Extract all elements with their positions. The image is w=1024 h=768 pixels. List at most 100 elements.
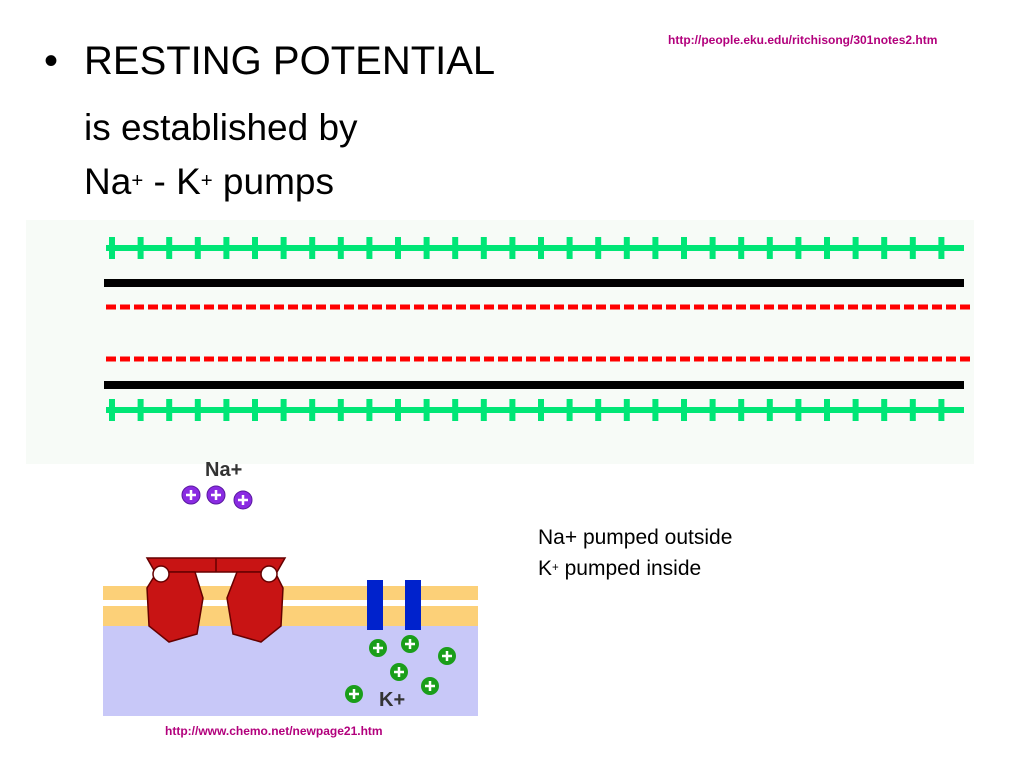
minus-sign	[218, 304, 228, 310]
k-text: - K	[143, 161, 201, 202]
minus-sign	[456, 304, 466, 310]
minus-sign	[694, 304, 704, 310]
slide-title: RESTING POTENTIAL	[84, 39, 496, 83]
minus-sign	[484, 304, 494, 310]
plus-sign	[681, 237, 687, 259]
plus-sign	[452, 399, 459, 421]
minus-sign	[638, 304, 648, 310]
minus-sign	[344, 356, 354, 362]
minus-sign	[904, 356, 914, 362]
plus-sign	[395, 237, 401, 259]
plus-sign	[938, 237, 945, 259]
minus-sign	[764, 304, 774, 310]
plus-sign	[909, 237, 916, 259]
plus-sign	[423, 237, 430, 259]
minus-sign	[134, 356, 144, 362]
minus-sign	[512, 304, 522, 310]
caption-na-outside: Na+ pumped outside	[538, 526, 733, 549]
plus-sign	[652, 237, 659, 259]
plus-sign	[709, 399, 716, 421]
minus-sign	[498, 356, 508, 362]
plus-sign	[223, 237, 230, 259]
minus-sign	[330, 304, 340, 310]
plus-sign	[881, 399, 888, 421]
plus-sign	[480, 399, 487, 421]
pumps-text: pumps	[212, 161, 334, 202]
plus-sign	[337, 237, 344, 259]
minus-sign	[582, 304, 592, 310]
plus-bar	[106, 245, 964, 251]
minus-sign	[862, 356, 872, 362]
plus-sign	[909, 399, 916, 421]
source-link-bottom[interactable]: http://www.chemo.net/newpage21.htm	[165, 724, 383, 738]
plus-sign	[652, 399, 659, 421]
minus-sign	[582, 356, 592, 362]
minus-sign	[708, 356, 718, 362]
minus-sign	[624, 356, 634, 362]
minus-sign	[302, 304, 312, 310]
minus-sign	[862, 304, 872, 310]
minus-sign	[232, 356, 242, 362]
minus-sign	[288, 304, 298, 310]
plus-sign	[795, 237, 802, 259]
minus-sign	[148, 304, 158, 310]
minus-sign	[820, 304, 830, 310]
plus-sign	[681, 399, 687, 421]
outer-plus-row-bottom	[106, 399, 964, 421]
plus-sign	[280, 237, 287, 259]
minus-sign	[680, 304, 690, 310]
membrane-line-top	[104, 279, 964, 287]
channel-left	[367, 580, 383, 630]
minus-sign	[596, 304, 606, 310]
minus-sign	[666, 356, 676, 362]
plus-sign	[309, 237, 316, 259]
minus-sign	[652, 356, 662, 362]
plus-sign	[166, 399, 173, 421]
minus-sign	[456, 356, 466, 362]
minus-sign	[946, 304, 956, 310]
inner-minus-row-bottom	[106, 356, 970, 362]
minus-sign	[946, 356, 956, 362]
minus-sign	[806, 304, 816, 310]
plus-sign	[280, 399, 287, 421]
minus-sign	[316, 356, 326, 362]
na-ion	[233, 490, 253, 510]
plus-sign	[137, 237, 144, 259]
outer-plus-row-top	[106, 237, 964, 259]
minus-sign	[778, 356, 788, 362]
caption-k-rest: pumped inside	[558, 557, 702, 580]
minus-sign	[232, 304, 242, 310]
k-ion	[345, 685, 363, 703]
minus-sign	[302, 356, 312, 362]
plus-sign	[881, 237, 888, 259]
minus-sign	[792, 304, 802, 310]
minus-sign	[288, 356, 298, 362]
na-text: Na	[84, 161, 132, 202]
minus-sign	[750, 304, 760, 310]
minus-sign	[876, 356, 886, 362]
minus-sign	[470, 304, 480, 310]
minus-sign	[148, 356, 158, 362]
minus-sign	[386, 356, 396, 362]
minus-sign	[246, 304, 256, 310]
minus-sign	[442, 356, 452, 362]
minus-sign	[526, 356, 536, 362]
source-link-top[interactable]: http://people.eku.edu/ritchisong/301note…	[668, 33, 938, 47]
plus-sign	[166, 237, 173, 259]
minus-sign	[918, 304, 928, 310]
minus-sign	[484, 356, 494, 362]
plus-sign	[423, 399, 430, 421]
minus-sign	[414, 304, 424, 310]
plus-sign	[595, 399, 602, 421]
plus-sign	[452, 237, 459, 259]
minus-sign	[204, 304, 214, 310]
minus-sign	[890, 356, 900, 362]
minus-sign	[666, 304, 676, 310]
minus-sign	[274, 304, 284, 310]
minus-sign	[106, 304, 116, 310]
minus-sign	[960, 356, 970, 362]
membrane-charge-svg	[104, 237, 970, 421]
minus-sign	[806, 356, 816, 362]
minus-sign	[176, 356, 186, 362]
plus-sign	[738, 237, 745, 259]
